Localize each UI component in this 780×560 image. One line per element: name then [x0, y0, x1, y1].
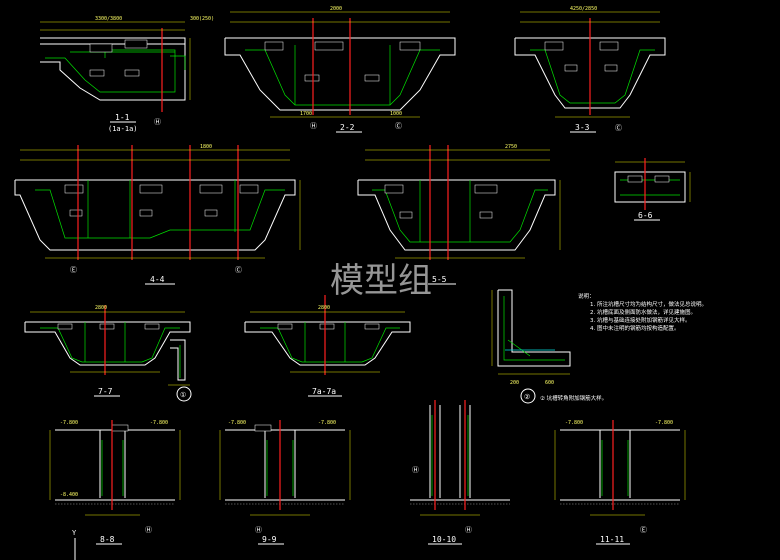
notes-block: 说明： 1. 所注坑槽尺寸均为结构尺寸，做法见总说明。 2. 坑槽底面及侧面防水… [540, 292, 707, 402]
svg-text:1000: 1000 [390, 111, 402, 117]
detail-2-title: ② [524, 393, 530, 401]
svg-text:Ⓗ: Ⓗ [465, 526, 472, 534]
svg-text:Ⓔ: Ⓔ [70, 266, 77, 274]
notes-line-4: 4. 图中未注明的钢筋均按构造配置。 [590, 324, 680, 332]
detail-1: ① [168, 339, 192, 402]
svg-text:Ⓗ: Ⓗ [310, 122, 317, 130]
section-7-7-title: 7-7 [98, 387, 113, 396]
svg-text:1800: 1800 [200, 144, 212, 150]
section-11-11: -7.800 -7.800 Ⓔ 11-11 [554, 420, 686, 545]
section-4-4-title: 4-4 [150, 275, 165, 284]
detail-1-title: ① [180, 391, 186, 399]
svg-text:Ⓒ: Ⓒ [615, 124, 622, 132]
section-6-6-title: 6-6 [638, 211, 653, 220]
svg-text:2800: 2800 [318, 305, 330, 311]
svg-text:Ⓗ: Ⓗ [145, 526, 152, 534]
notes-line-1: 1. 所注坑槽尺寸均为结构尺寸，做法见总说明。 [590, 300, 707, 308]
ucs-axis-marker: Y [72, 529, 77, 560]
svg-text:-7.800: -7.800 [60, 420, 78, 426]
section-10-10: Ⓗ Ⓗ 10-10 [410, 400, 510, 545]
svg-text:2750: 2750 [505, 144, 517, 150]
svg-text:2800: 2800 [95, 305, 107, 311]
svg-text:Ⓗ: Ⓗ [255, 526, 262, 534]
section-1-1: 3300/3800 300(250) 1-1 (1a-1a) Ⓗ [40, 16, 214, 133]
section-9-9-title: 9-9 [262, 535, 277, 544]
axis-y-label: Y [72, 529, 77, 537]
notes-line-2: 2. 坑槽底面及侧面防水做法，详见建施图。 [590, 308, 696, 316]
svg-text:300(250): 300(250) [190, 16, 214, 22]
svg-text:Ⓒ: Ⓒ [395, 122, 402, 130]
section-1-1-subtitle: (1a-1a) [108, 125, 138, 133]
section-10-10-title: 10-10 [432, 535, 456, 544]
section-8-8: -7.800 -7.800 -8.400 Ⓗ 8-8 [49, 420, 181, 545]
svg-text:-7.800: -7.800 [318, 420, 336, 426]
svg-text:200: 200 [510, 380, 519, 386]
svg-text:-7.800: -7.800 [150, 420, 168, 426]
svg-text:-7.800: -7.800 [228, 420, 246, 426]
section-5-5: 2750 5-5 [357, 144, 561, 285]
svg-text:600: 600 [545, 380, 554, 386]
section-2-2: 2000 1700 1000 Ⓗ 2-2 Ⓒ [224, 6, 456, 133]
section-2-2-title: 2-2 [340, 123, 355, 132]
notes-line-3: 3. 坑槽与基础连接处附加钢筋详见大样。 [590, 316, 691, 324]
section-7a-7a-title: 7a-7a [312, 387, 336, 396]
watermark: 模型组 [330, 261, 432, 301]
section-7-7: 2800 7-7 [24, 305, 191, 397]
section-8-8-title: 8-8 [100, 535, 115, 544]
section-4-4: 1800 Ⓔ 4-4 Ⓒ [14, 144, 301, 285]
svg-text:-7.800: -7.800 [565, 420, 583, 426]
section-11-11-title: 11-11 [600, 535, 624, 544]
section-1-1-title: 1-1 [115, 113, 130, 122]
svg-text:2000: 2000 [330, 6, 342, 12]
section-9-9: -7.800 -7.800 Ⓗ 9-9 [219, 420, 351, 545]
notes-header: 说明： [578, 292, 595, 300]
svg-text:1700: 1700 [300, 111, 312, 117]
section-3-3: 4250/2850 3-3 Ⓒ [514, 6, 666, 133]
svg-text:3300/3800: 3300/3800 [95, 16, 122, 22]
section-7a-7a: 2800 7a-7a [244, 295, 411, 397]
notes-detail-2: ② 坑槽转角附加钢筋大样。 [540, 394, 607, 402]
svg-text:Ⓒ: Ⓒ [235, 266, 242, 274]
section-5-5-title: 5-5 [432, 275, 447, 284]
svg-text:-8.400: -8.400 [60, 492, 78, 498]
detail-2: ② 200 600 [491, 289, 571, 404]
svg-text:Ⓔ: Ⓔ [640, 526, 647, 534]
svg-text:-7.800: -7.800 [655, 420, 673, 426]
section-1-1-circle: Ⓗ [154, 118, 161, 126]
svg-text:4250/2850: 4250/2850 [570, 6, 597, 12]
section-3-3-title: 3-3 [575, 123, 590, 132]
section-6-6: 6-6 [614, 158, 691, 221]
svg-text:Ⓗ: Ⓗ [412, 466, 419, 474]
